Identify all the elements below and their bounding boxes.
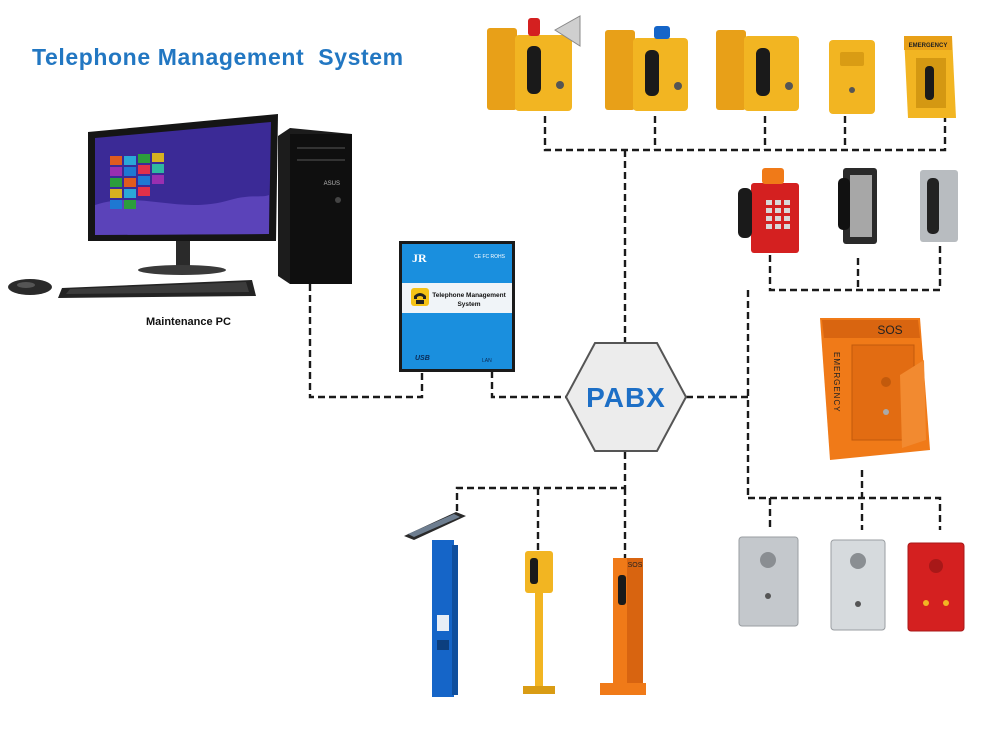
weatherproof-phone-icon [605, 26, 688, 111]
pedestal-phone-icon [523, 551, 555, 694]
bottom-phone-row: SOS [404, 512, 646, 697]
phone-icon [411, 288, 429, 306]
pabx-label: PABX [586, 382, 666, 413]
hood-phone-label: EMERGENCY [909, 43, 948, 49]
maintenance-pc-label: Maintenance PC [146, 316, 231, 328]
maintenance-pc: ASUS [8, 114, 352, 298]
emergency-hood-phone-icon: EMERGENCY [904, 36, 956, 118]
cabinet-side-text: EMERGENCY [832, 352, 841, 413]
page-title: Telephone Management System [32, 44, 404, 70]
connection-lines [308, 116, 947, 558]
line-bottom-bus [455, 452, 627, 558]
box-label-line2: System [457, 301, 480, 308]
pc-tower: ASUS [278, 128, 352, 284]
wall-phone-icon [920, 170, 958, 242]
line-top-bus [543, 116, 947, 343]
lan-port-label: LAN [482, 358, 492, 364]
wall-phone-row [738, 168, 958, 253]
telephone-management-box: JR CE FC ROHS Telephone Management Syste… [399, 241, 515, 372]
weatherproof-phone-icon [716, 30, 799, 111]
line-pc-box [308, 284, 424, 399]
weatherproof-phone-row: EMERGENCY [487, 15, 956, 118]
box-logo: JR [412, 251, 427, 265]
solar-pillar-phone-icon [404, 512, 466, 697]
pedestal-sos-label: SOS [628, 562, 643, 569]
weatherproof-phone-icon [487, 15, 581, 111]
cabinet-sos-label: SOS [877, 323, 902, 337]
keyboard [58, 280, 256, 298]
box-marks: CE FC ROHS [474, 254, 506, 260]
line-panels-bus [748, 470, 942, 530]
intercom-panel-icon [907, 542, 965, 632]
intercom-panel-row [738, 536, 965, 632]
intercom-panel-icon [738, 536, 799, 627]
desktop-tiles [110, 153, 164, 209]
pc-brand-label: ASUS [324, 181, 340, 187]
wall-phone-icon [738, 168, 799, 253]
intercom-panel-icon [830, 539, 886, 631]
box-label-line1: Telephone Management [432, 292, 506, 299]
pabx-hub: PABX [564, 342, 688, 452]
mouse [8, 279, 52, 295]
line-wallphone-bus [746, 245, 942, 498]
wall-phone-icon [838, 168, 877, 244]
monitor [88, 114, 278, 275]
intercom-panel-icon [829, 40, 875, 114]
pedestal-phone-icon: SOS [600, 558, 646, 695]
line-box-pabx [490, 371, 566, 399]
usb-port-label: USB [415, 355, 430, 362]
emergency-cabinet-icon: SOS EMERGENCY [820, 318, 930, 460]
